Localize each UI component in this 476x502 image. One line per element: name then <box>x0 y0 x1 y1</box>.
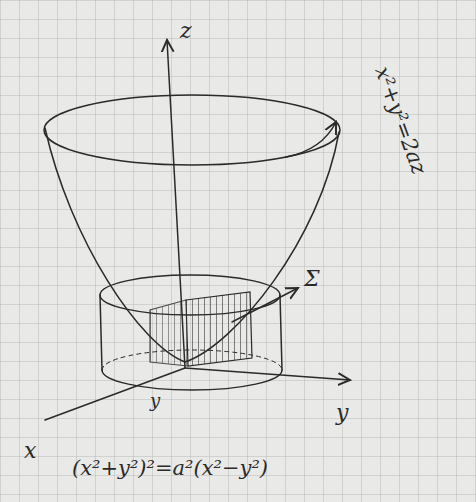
axis-label: z <box>180 20 192 42</box>
axis-label: y <box>336 402 348 424</box>
surface-label: Σ <box>304 268 320 290</box>
curve-equation: (x²+y²)²=a²(x²−y²) <box>72 458 268 479</box>
axis-label: x <box>24 440 36 462</box>
axis-label: y <box>150 392 160 410</box>
